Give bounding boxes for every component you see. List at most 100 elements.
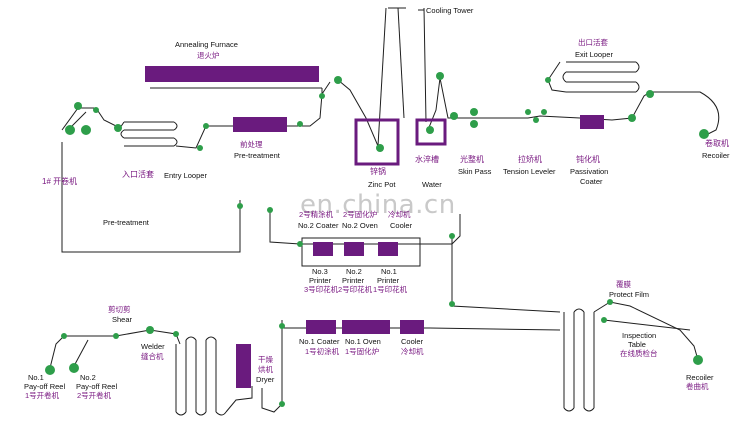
recoiler2-label: Recoiler <box>686 373 714 382</box>
roller <box>470 120 478 128</box>
annealing-furnace-label: Annealing Furnace <box>175 40 238 49</box>
payoff2-label-2: Pay-off Reel <box>76 382 118 391</box>
strip-path <box>650 91 720 137</box>
strip-path <box>388 7 427 123</box>
roller <box>297 121 303 127</box>
strip-path <box>603 319 691 331</box>
strip-path <box>61 142 241 253</box>
no1-printer-label-2: Printer <box>377 276 400 285</box>
roller <box>319 93 325 99</box>
tension-leveler-zh: 拉矫机 <box>518 155 542 164</box>
no1-printer-label: No.1 <box>381 267 397 276</box>
zinc-pot-zh: 锌锅 <box>370 167 386 176</box>
recoiler2-zh: 卷曲机 <box>686 382 709 391</box>
cooler-top-zh: 冷却机 <box>388 210 411 219</box>
entry-looper-label: Entry Looper <box>164 171 207 180</box>
roller <box>450 112 458 120</box>
roller <box>279 323 285 329</box>
payoff1-zh: 1号开卷机 <box>25 391 60 400</box>
roller <box>61 333 67 339</box>
water-tank <box>415 118 447 146</box>
payoff1-label: No.1 <box>28 373 44 382</box>
roller <box>525 109 531 115</box>
annealing-furnace-box <box>145 66 319 82</box>
strip-path <box>269 210 301 245</box>
strip-path <box>185 336 217 341</box>
zinc-pot <box>354 118 400 166</box>
watermark: en.china.cn <box>300 190 456 220</box>
roller <box>203 123 209 129</box>
no2-coater-zh: 2号精涂机 <box>299 210 334 219</box>
annealing-furnace-zh: 退火炉 <box>197 51 220 60</box>
roller <box>74 102 82 110</box>
strip-path <box>175 81 331 149</box>
roller <box>436 72 444 80</box>
strip-path <box>337 79 379 147</box>
protect-film-zh: 覆膜 <box>616 280 631 289</box>
water-tank-zh: 水淬槽 <box>415 155 439 164</box>
strip-path <box>124 121 174 147</box>
tension-leveler-label: Tension Leveler <box>503 167 556 176</box>
roller <box>267 207 273 213</box>
strip-path <box>173 121 178 147</box>
inspection-label-2: Table <box>628 340 646 349</box>
payoff2-zh: 2号开卷机 <box>77 391 112 400</box>
roller <box>646 90 654 98</box>
no3-printer-label-2: Printer <box>309 276 332 285</box>
recoiler-label: Recoiler <box>702 151 730 160</box>
recoiler-zh: 卷取机 <box>705 139 729 148</box>
no1-oven-label: No.1 Oven <box>345 337 381 346</box>
protect-film-label: Protect Film <box>609 290 650 299</box>
roller <box>449 233 455 239</box>
strip-path <box>563 312 595 408</box>
printer-frame <box>301 237 421 267</box>
roller <box>541 109 547 115</box>
dryer-zh: 干燥 <box>258 355 273 364</box>
roller <box>279 401 285 407</box>
strip-path <box>547 61 567 93</box>
passivation-label-2: Coater <box>580 177 603 186</box>
roller <box>628 114 636 122</box>
cooler-label: Cooler <box>401 337 424 346</box>
roller <box>533 117 539 123</box>
strip-path <box>377 7 387 147</box>
no1-oven-box <box>342 320 390 334</box>
no3-printer-zh: 3号印花机 <box>304 285 339 294</box>
strip-path <box>225 386 253 413</box>
zinc-pot-label: Zinc Pot <box>368 180 396 189</box>
cooler-top-box <box>378 242 398 256</box>
welder-zh: 缝合机 <box>141 352 164 361</box>
roller <box>69 363 79 373</box>
no2-coater-label: No.2 Coater <box>298 221 339 230</box>
uncoiler-zh: 1# 开卷机 <box>42 177 78 186</box>
no2-printer-label-2: Printer <box>342 276 365 285</box>
roller <box>146 326 154 334</box>
no1-coater-zh: 1号初涂机 <box>305 347 340 356</box>
strip-path <box>427 77 474 131</box>
roller <box>93 107 99 113</box>
roller <box>607 299 613 305</box>
cooler-box <box>400 320 424 334</box>
strip-path <box>593 301 699 361</box>
strip-path <box>562 61 640 93</box>
strip-path <box>73 339 89 367</box>
skin-pass-zh: 光整机 <box>460 155 484 164</box>
strip-path <box>397 7 405 119</box>
payoff2-label: No.2 <box>80 373 96 382</box>
roller <box>113 333 119 339</box>
roller <box>237 203 243 209</box>
shear-label: Shear <box>112 315 133 324</box>
shear-zh: 剪切剪 <box>108 305 131 314</box>
no2-coater-box <box>313 242 333 256</box>
strip-path <box>451 236 561 313</box>
roller <box>197 145 203 151</box>
no2-oven-zh: 2号固化炉 <box>343 210 378 219</box>
no2-printer-zh: 2号印花机 <box>338 285 373 294</box>
payoff1-label-2: Pay-off Reel <box>24 382 66 391</box>
roller <box>699 129 709 139</box>
roller <box>297 241 303 247</box>
no3-printer-label: No.3 <box>312 267 328 276</box>
roller <box>114 124 122 132</box>
water-tank-label: Water <box>422 180 442 189</box>
